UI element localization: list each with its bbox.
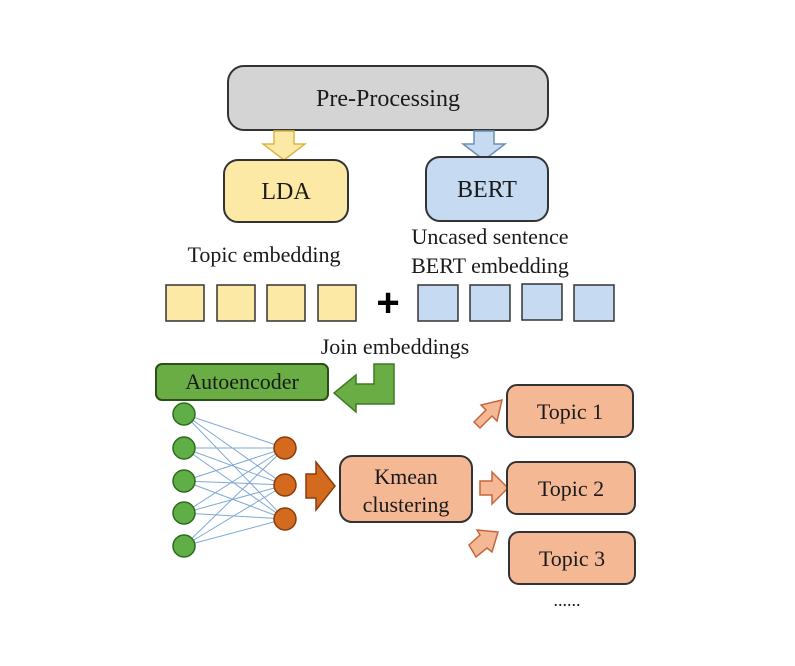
topic-3-box [508,531,636,585]
input-node [172,501,196,525]
topic-2-label: Topic 2 [538,476,604,501]
preprocessing-box [227,65,549,131]
encoded-layer [273,436,297,531]
encoded-node [273,507,297,531]
topic-embedding-cell [266,284,306,322]
network-edges [183,413,286,547]
preprocessing-label: Pre-Processing [316,86,460,112]
topic-1-label: Topic 1 [537,399,603,424]
bert-label: BERT [457,177,517,203]
arrow-to-topic-2 [479,470,510,506]
topic-embedding-cell [317,284,357,322]
arrow-to-lda [260,130,308,161]
topic-embedding-cell [216,284,256,322]
bert-embedding-label-line1: Uncased sentence [412,224,569,249]
bert-embedding-cell [417,284,459,322]
input-layer [172,402,196,558]
arrow-to-topic-1 [472,398,504,430]
bert-embedding-cell [469,284,511,322]
topic-embedding-cell [165,284,205,322]
input-node [172,469,196,493]
lda-box [223,159,349,223]
topic-embedding-label: Topic embedding [187,242,340,267]
kmeans-box [339,455,473,523]
more-topics-ellipsis: ...... [554,590,581,610]
bert-embedding-cell [573,284,615,322]
input-node [172,534,196,558]
encoded-node [273,436,297,460]
lda-label: LDA [261,179,311,205]
bert-embedding-label-line2: BERT embedding [411,253,569,278]
arrow-to-bert [460,130,508,161]
topic-3-label: Topic 3 [539,546,605,571]
join-embeddings-label: Join embeddings [321,334,470,359]
arrow-to-kmeans [305,459,336,513]
input-node [172,402,196,426]
bert-box [425,156,549,222]
kmeans-label-line1: Kmean [374,464,438,489]
kmeans-label-line2: clustering [363,492,450,517]
bert-embedding-cell [521,283,563,321]
arrow-to-topic-3 [468,529,499,559]
topic-2-box [506,461,636,515]
autoencoder-label: Autoencoder [185,369,299,394]
topic-1-box [506,384,634,438]
plus-sign: + [376,281,399,325]
input-node [172,436,196,460]
join-arrow [332,363,395,414]
autoencoder-box [155,363,329,401]
encoded-node [273,473,297,497]
